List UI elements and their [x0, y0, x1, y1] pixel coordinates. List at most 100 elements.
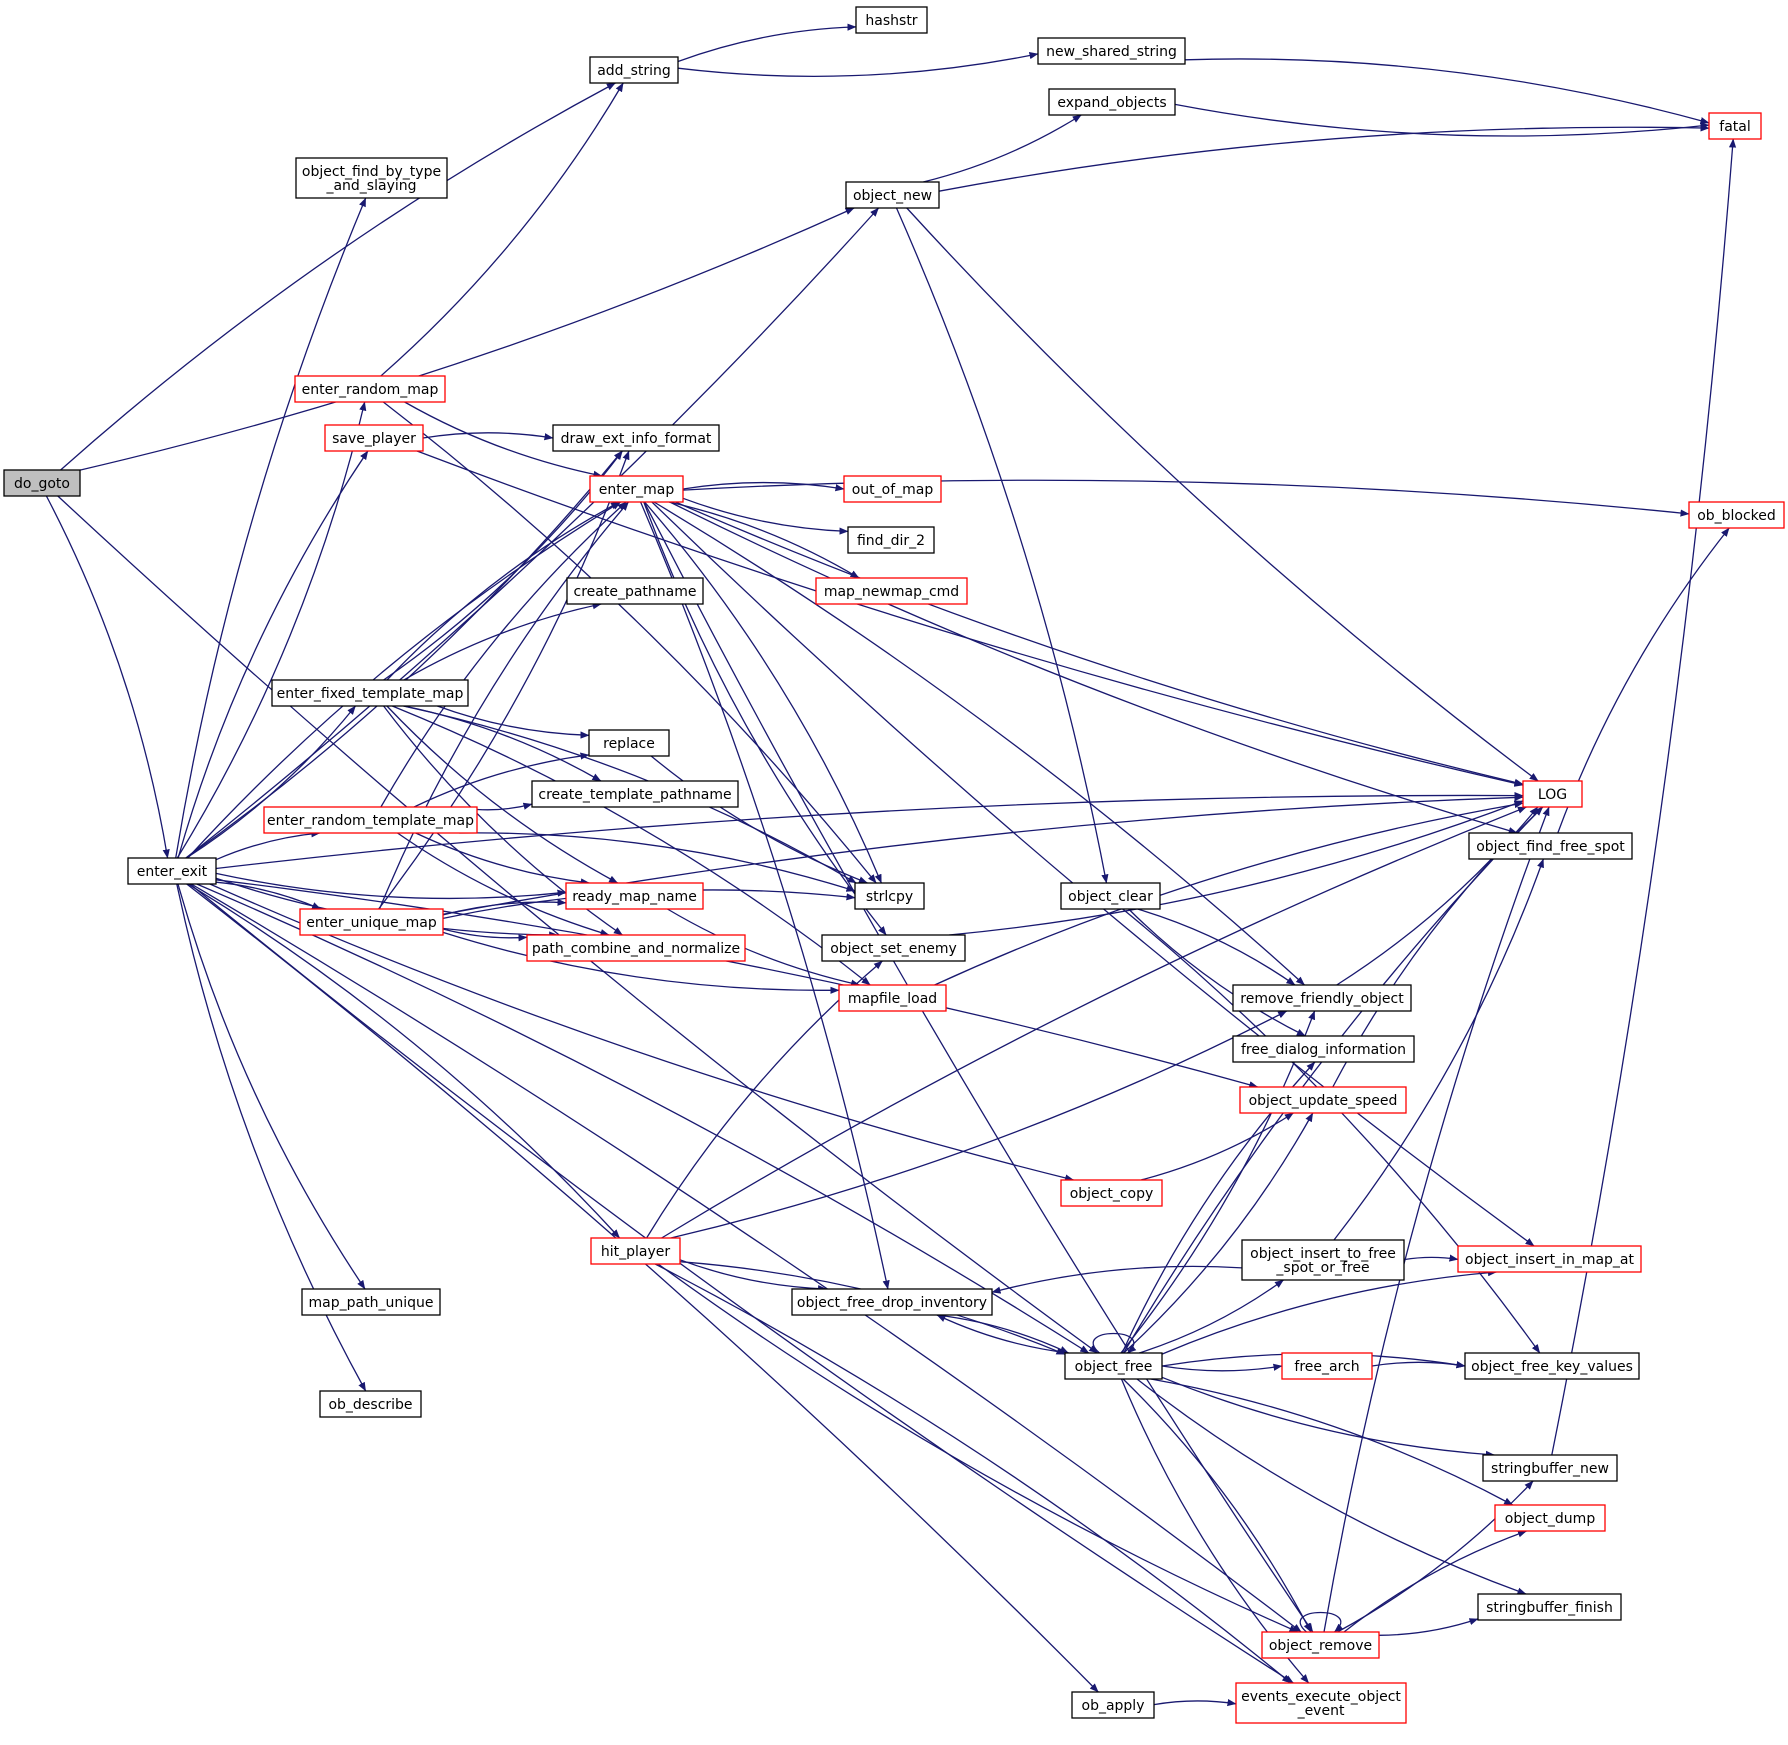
node-ob_blocked[interactable]: ob_blocked	[1688, 501, 1785, 529]
node-object_new[interactable]: object_new	[845, 181, 940, 209]
edge-enter_unique_map-to-path_combine_and_normalize	[442, 928, 528, 942]
node-draw_ext_info_format[interactable]: draw_ext_info_format	[552, 424, 720, 452]
node-replace[interactable]: replace	[588, 729, 670, 757]
edge-object_remove-to-LOG	[1323, 806, 1550, 1633]
node-events_execute_object_event[interactable]: events_execute_object_event	[1235, 1682, 1407, 1724]
node-enter_random_map[interactable]: enter_random_map	[294, 375, 446, 403]
node-object_set_enemy[interactable]: object_set_enemy	[821, 934, 966, 962]
node-enter_unique_map[interactable]: enter_unique_map	[299, 908, 444, 936]
edge-enter_map-to-LOG	[675, 501, 1524, 786]
node-box-enter_random_template_map	[263, 806, 478, 834]
node-box-mapfile_load	[838, 984, 947, 1012]
edge-enter_exit-to-draw_ext_info_format	[185, 450, 623, 859]
node-label-object_free: object_free	[1075, 1359, 1153, 1375]
edge-object_new-to-object_clear	[895, 207, 1109, 884]
node-box-out_of_map	[843, 475, 942, 503]
node-label-do_goto: do_goto	[14, 476, 70, 492]
node-path_combine_and_normalize[interactable]: path_combine_and_normalize	[526, 934, 746, 962]
node-object_dump[interactable]: object_dump	[1494, 1504, 1606, 1532]
node-object_find_free_spot[interactable]: object_find_free_spot	[1468, 832, 1633, 860]
edge-enter_map-to-object_set_enemy	[643, 501, 887, 936]
node-stringbuffer_new[interactable]: stringbuffer_new	[1482, 1454, 1618, 1482]
node-ob_describe[interactable]: ob_describe	[319, 1390, 422, 1418]
node-do_goto[interactable]: do_goto	[3, 469, 81, 497]
node-box-create_pathname	[566, 577, 704, 605]
node-save_player[interactable]: save_player	[324, 424, 424, 452]
node-stringbuffer_finish[interactable]: stringbuffer_finish	[1477, 1593, 1622, 1621]
node-box-events_execute_object_event	[1235, 1682, 1407, 1724]
node-label-out_of_map: out_of_map	[852, 482, 934, 498]
node-enter_map[interactable]: enter_map	[589, 475, 684, 503]
node-object_find_by_type_and_slaying[interactable]: object_find_by_type_and_slaying	[295, 157, 448, 199]
node-box-fatal	[1708, 112, 1762, 140]
edge-add_string-to-hashstr	[677, 23, 857, 63]
node-fatal[interactable]: fatal	[1708, 112, 1762, 140]
edge-enter_exit-to-enter_random_template_map	[215, 830, 321, 861]
node-object_clear[interactable]: object_clear	[1060, 882, 1161, 910]
node-map_newmap_cmd[interactable]: map_newmap_cmd	[815, 577, 968, 605]
node-ready_map_name[interactable]: ready_map_name	[565, 882, 704, 910]
node-label-hashstr: hashstr	[865, 13, 917, 29]
node-expand_objects[interactable]: expand_objects	[1048, 88, 1176, 116]
node-box-object_insert_in_map_at	[1457, 1245, 1642, 1273]
node-box-object_free_key_values	[1464, 1352, 1640, 1380]
node-out_of_map[interactable]: out_of_map	[843, 475, 942, 503]
node-add_string[interactable]: add_string	[589, 56, 679, 84]
edge-enter_map-to-map_newmap_cmd	[668, 501, 860, 579]
node-enter_exit[interactable]: enter_exit	[127, 857, 217, 885]
node-object_update_speed[interactable]: object_update_speed	[1239, 1086, 1407, 1114]
node-label-object_insert_in_map_at: object_insert_in_map_at	[1465, 1252, 1635, 1268]
node-ob_apply[interactable]: ob_apply	[1071, 1691, 1155, 1719]
node-enter_random_template_map[interactable]: enter_random_template_map	[263, 806, 478, 834]
node-box-expand_objects	[1048, 88, 1176, 116]
edge-mapfile_load-to-LOG	[934, 801, 1524, 986]
edge-enter_random_map-to-strlcpy	[382, 401, 877, 884]
node-label-create_pathname: create_pathname	[574, 584, 697, 600]
node-label-save_player: save_player	[332, 431, 416, 447]
node-new_shared_string[interactable]: new_shared_string	[1037, 37, 1186, 65]
node-mapfile_load[interactable]: mapfile_load	[838, 984, 947, 1012]
node-object_insert_in_map_at[interactable]: object_insert_in_map_at	[1457, 1245, 1642, 1273]
node-label-enter_map: enter_map	[599, 482, 675, 498]
node-create_pathname[interactable]: create_pathname	[566, 577, 704, 605]
node-object_remove[interactable]: object_remove	[1261, 1631, 1380, 1659]
node-strlcpy[interactable]: strlcpy	[854, 882, 925, 910]
node-label-free_arch: free_arch	[1294, 1359, 1359, 1375]
node-enter_fixed_template_map[interactable]: enter_fixed_template_map	[271, 679, 469, 707]
node-object_free_key_values[interactable]: object_free_key_values	[1464, 1352, 1640, 1380]
edge-enter_exit-to-hit_player	[187, 883, 621, 1239]
node-box-object_clear	[1060, 882, 1161, 910]
node-box-hashstr	[855, 6, 928, 34]
node-box-object_copy	[1060, 1179, 1163, 1207]
node-hashstr[interactable]: hashstr	[855, 6, 928, 34]
edge-enter_fixed_template_map-to-strlcpy	[403, 705, 857, 884]
edge-enter_exit-to-map_path_unique	[177, 883, 366, 1290]
node-box-create_template_pathname	[531, 780, 739, 808]
node-create_template_pathname[interactable]: create_template_pathname	[531, 780, 739, 808]
edge-enter_exit-to-object_new	[185, 207, 880, 859]
node-object_insert_to_free_spot_or_free[interactable]: object_insert_to_free_spot_or_free	[1241, 1239, 1405, 1281]
node-free_dialog_information[interactable]: free_dialog_information	[1232, 1035, 1415, 1063]
node-LOG[interactable]: LOG	[1522, 780, 1583, 808]
node-object_free[interactable]: object_free	[1064, 1352, 1163, 1380]
edge-enter_random_template_map-to-ready_map_name	[415, 832, 590, 886]
edge-enter_exit-to-events_execute_object_event	[189, 883, 1294, 1684]
node-object_copy[interactable]: object_copy	[1060, 1179, 1163, 1207]
node-box-save_player	[324, 424, 424, 452]
node-label-remove_friendly_object: remove_friendly_object	[1240, 991, 1404, 1007]
edge-enter_exit-to-object_find_by_type_and_slaying	[175, 197, 367, 859]
node-box-do_goto	[3, 469, 81, 497]
edge-object_free-to-free_arch	[1161, 1363, 1283, 1372]
node-label-object_free_key_values: object_free_key_values	[1471, 1359, 1633, 1375]
edge-do_goto-to-add_string	[60, 82, 616, 471]
node-map_path_unique[interactable]: map_path_unique	[301, 1288, 441, 1316]
edge-object_new-to-expand_objects	[923, 114, 1082, 183]
node-object_free_drop_inventory[interactable]: object_free_drop_inventory	[791, 1288, 993, 1316]
node-hit_player[interactable]: hit_player	[590, 1237, 681, 1265]
node-free_arch[interactable]: free_arch	[1281, 1352, 1373, 1380]
edge-object_free-to-object_update_speed	[1123, 1112, 1314, 1354]
node-label-object_find_free_spot: object_find_free_spot	[1476, 839, 1625, 855]
node-label-enter_random_map: enter_random_map	[302, 382, 439, 398]
node-find_dir_2[interactable]: find_dir_2	[847, 526, 935, 554]
node-remove_friendly_object[interactable]: remove_friendly_object	[1232, 984, 1412, 1012]
